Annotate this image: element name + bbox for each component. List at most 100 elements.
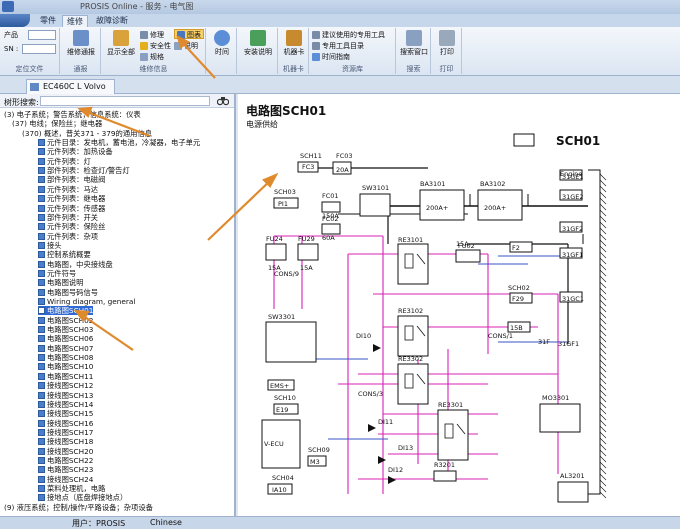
tree-node[interactable]: 部件列表：开关	[38, 213, 98, 222]
tree-node[interactable]: 接线图SCH24	[38, 475, 93, 484]
tree-node[interactable]: 元件列表：杂项	[38, 232, 98, 241]
repair-button[interactable]: 修理	[140, 30, 164, 40]
document-node-icon	[38, 485, 45, 492]
binoculars-icon[interactable]	[217, 95, 229, 106]
tree-node[interactable]: 电路图SCH23	[38, 465, 93, 474]
wire	[599, 173, 607, 181]
tab-service[interactable]: 维修	[62, 15, 88, 27]
tree-node[interactable]: 接线图SCH14	[38, 400, 93, 409]
tree-node[interactable]: 元件符号	[38, 269, 76, 278]
tree-node-label: 元件符号	[47, 268, 77, 278]
tree-node[interactable]: 元件列表：马达	[38, 185, 98, 194]
group-print: 打印 打印	[432, 28, 462, 74]
tree-node[interactable]: 元件列表：灯	[38, 157, 91, 166]
diagram-button[interactable]: 图表	[174, 29, 204, 39]
diode-symbol	[368, 424, 376, 432]
tree-node[interactable]: 电路图SCH10	[38, 362, 93, 371]
tree-node[interactable]: 电路图SCH02	[38, 316, 93, 325]
product-input[interactable]	[28, 30, 56, 40]
document-node-icon	[38, 176, 45, 184]
diagram-label: 31GF2	[562, 225, 583, 233]
tree-node[interactable]: (9) 液压系统；控制/操作/平路设备；杂项设备	[4, 503, 153, 512]
print-button[interactable]: 打印	[430, 30, 464, 57]
tree-node[interactable]: 电路图SCH08	[38, 353, 93, 362]
time-guide-button[interactable]: 时间指南	[312, 52, 350, 62]
tree-node[interactable]: 电路图SCH22	[38, 456, 93, 465]
recommended-tools-button[interactable]: 建议使用的专用工具	[312, 30, 385, 40]
document-node-icon	[38, 157, 45, 165]
document-tab[interactable]: EC460C L Volvo	[26, 79, 115, 94]
tree-node[interactable]: 部件列表：电磁阀	[38, 175, 105, 184]
safety-button[interactable]: 安全性	[140, 41, 171, 51]
diagram-label: SCH02	[508, 284, 530, 292]
application-menu-button[interactable]	[0, 14, 30, 27]
relay-coil	[404, 253, 414, 269]
tree-node[interactable]: 接头	[38, 241, 62, 250]
wire	[599, 281, 607, 289]
tree-node[interactable]: (3) 电子系统；警告系统；信息系统：仪表	[4, 110, 141, 119]
diagram-label: PI1	[278, 200, 288, 208]
tree-node[interactable]: 接线图SCH12	[38, 381, 93, 390]
tab-parts[interactable]: 零件	[40, 16, 56, 25]
diagram-label: CONS/9	[274, 270, 299, 278]
tree-node[interactable]: (370) 概述，普关371 - 379的通用信息	[22, 129, 152, 138]
tree-node[interactable]: 电路图SCH03	[38, 325, 93, 334]
tree-node[interactable]: 电路图，中央接线盘	[38, 260, 113, 269]
search-window-button[interactable]: 搜索窗口	[397, 30, 431, 57]
diagram-label: BA3102	[480, 180, 505, 188]
diagram-label: M3	[310, 458, 320, 466]
fuse-fc03	[332, 161, 352, 175]
tree-node[interactable]: 接线图SCH20	[38, 447, 93, 456]
tree-node-label: 电路图SCH08	[47, 353, 94, 363]
tree-node[interactable]: 电路图SCH11	[38, 372, 93, 381]
tree-node[interactable]: 菜料处理机，电路	[38, 484, 105, 493]
tree-node-label: 元件列表：杂项	[47, 231, 99, 241]
tree-node[interactable]: 接线图SCH16	[38, 419, 93, 428]
tab-diagnostics[interactable]: 故障诊断	[96, 16, 128, 25]
tree-node[interactable]: 接线图SCH13	[38, 391, 93, 400]
app-logo-icon[interactable]	[2, 1, 14, 12]
tree-node[interactable]: 部件列表：检查灯/警告灯	[38, 166, 130, 175]
tree-node[interactable]: 接线图SCH17	[38, 428, 93, 437]
show-all-button[interactable]: 显示全部	[104, 30, 138, 57]
tree-node[interactable]: 电路图号码信号	[38, 288, 98, 297]
diagram-label: FC03	[336, 152, 353, 160]
install-instructions-button[interactable]: 安装说明	[241, 30, 275, 57]
service-bulletin-button[interactable]: 维修通报	[64, 30, 98, 57]
tools-directory-button[interactable]: 专用工具目录	[312, 41, 364, 51]
tree-node[interactable]: Wiring diagram, general	[38, 297, 135, 306]
ribbon: 产品 SN : 定位文件 维修通报 通报 显示全部 修理 安全性 规格 图表 说…	[0, 27, 680, 76]
sn-input[interactable]	[22, 44, 56, 54]
tree-node[interactable]: 控制系统概要	[38, 250, 91, 259]
document-node-icon	[38, 241, 45, 249]
description-icon	[174, 42, 182, 50]
tree-node[interactable]: 电路图SCH06	[38, 334, 93, 343]
tree-node[interactable]: 接线图SCH15	[38, 409, 93, 418]
spec-button[interactable]: 规格	[140, 52, 164, 62]
tree-node[interactable]: 接地点（底盘焊接地点）	[38, 493, 127, 502]
description-button[interactable]: 说明	[174, 41, 198, 51]
connector-ia10	[267, 483, 293, 495]
tree-node[interactable]: 电路图说明	[38, 278, 83, 287]
relay-coil	[404, 373, 414, 389]
machine-card-button[interactable]: 机器卡	[277, 30, 311, 57]
wire	[599, 317, 607, 325]
tree-node[interactable]: 接线图SCH18	[38, 437, 93, 446]
tree-node[interactable]: 元件目录：发电机，蓄电池，冷凝器，电子单元	[38, 138, 200, 147]
tree-node[interactable]: (37) 电线；保险丝；继电器	[12, 119, 102, 128]
wire	[599, 413, 607, 421]
tree-node[interactable]: 电路图SCH07	[38, 344, 93, 353]
time-button[interactable]: 时间	[205, 30, 239, 57]
wire	[416, 253, 426, 265]
wire	[599, 215, 607, 223]
tree-search-input[interactable]	[40, 96, 210, 106]
tree-node-label: Wiring diagram, general	[47, 297, 136, 306]
tree-node[interactable]: 元件列表：加热设备	[38, 147, 113, 156]
wire	[599, 491, 607, 499]
tree-node[interactable]: 元件列表：传感器	[38, 204, 105, 213]
tree-node[interactable]: 元件列表：保险丝	[38, 222, 105, 231]
wire	[599, 323, 607, 331]
tree-node[interactable]: 元件列表：继电器	[38, 194, 105, 203]
tree-node[interactable]: 电路图SCH01	[38, 306, 94, 316]
